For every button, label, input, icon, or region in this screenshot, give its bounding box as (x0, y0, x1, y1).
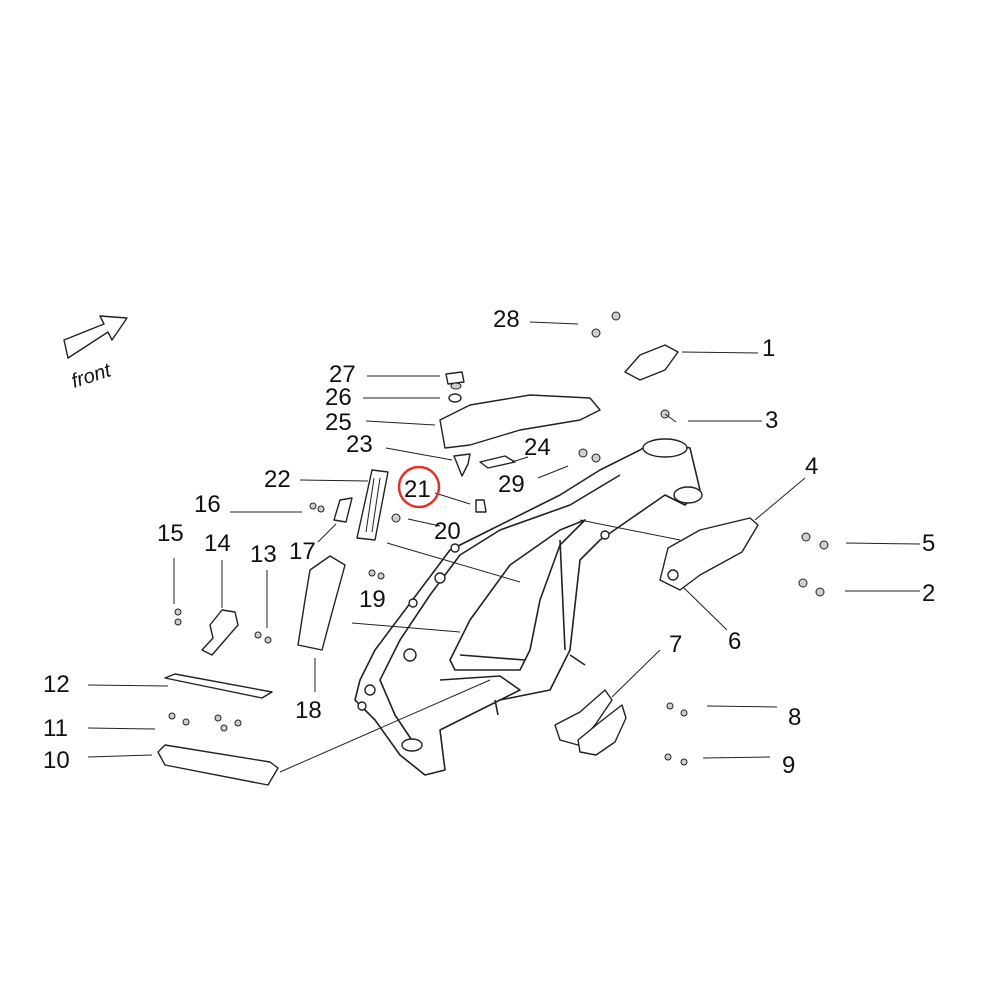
part-16-screws (309, 502, 325, 513)
label-29[interactable]: 29 (498, 471, 525, 498)
label-6[interactable]: 6 (728, 628, 741, 655)
part-8-nuts (666, 702, 688, 717)
label-2[interactable]: 2 (922, 580, 935, 607)
part-7-guards (554, 689, 627, 756)
front-direction-label: front (69, 359, 115, 393)
label-25[interactable]: 25 (325, 409, 352, 436)
label-26[interactable]: 26 (325, 384, 352, 411)
label-11[interactable]: 11 (43, 715, 68, 742)
part-10-skid-plate (157, 744, 279, 786)
part-15-screws (174, 608, 182, 626)
part-13-screws (254, 631, 272, 644)
label-3[interactable]: 3 (765, 407, 778, 434)
label-13[interactable]: 13 (250, 541, 277, 568)
part-23-clip (453, 453, 471, 477)
label-1[interactable]: 1 (762, 335, 775, 362)
label-22[interactable]: 22 (264, 466, 291, 493)
part-20-21-fasteners (391, 499, 487, 523)
part-17-clip (333, 497, 353, 523)
label-18[interactable]: 18 (295, 697, 322, 724)
label-14[interactable]: 14 (204, 530, 231, 557)
label-15[interactable]: 15 (157, 520, 184, 547)
label-28[interactable]: 28 (493, 306, 520, 333)
label-9[interactable]: 9 (782, 752, 795, 779)
leader-lines (87, 321, 921, 773)
label-16[interactable]: 16 (194, 491, 221, 518)
label-10[interactable]: 10 (43, 747, 70, 774)
label-24[interactable]: 24 (524, 434, 551, 461)
part-27-26-washers (445, 371, 465, 403)
label-5[interactable]: 5 (922, 530, 935, 557)
part-9-screws (664, 753, 688, 766)
label-19[interactable]: 19 (359, 586, 386, 613)
part-4-6-bracket (659, 517, 759, 591)
part-14-bracket (201, 609, 239, 656)
highlight-circle-part-21 (397, 465, 441, 509)
label-4[interactable]: 4 (805, 453, 818, 480)
part-3-screw (660, 409, 677, 423)
part-1-bracket (624, 344, 679, 381)
label-7[interactable]: 7 (669, 631, 682, 658)
label-20[interactable]: 20 (434, 518, 461, 545)
label-12[interactable]: 12 (43, 671, 70, 698)
part-28-nuts (591, 311, 621, 338)
label-8[interactable]: 8 (788, 704, 801, 731)
front-arrow-icon (63, 315, 128, 359)
part-12-strip (164, 673, 273, 699)
label-21[interactable]: 21 (404, 476, 431, 503)
part-5-2-nuts (798, 532, 829, 597)
label-27[interactable]: 27 (329, 361, 356, 388)
part-19-screws (368, 569, 385, 580)
part-24-pad (479, 455, 516, 469)
part-11-bolts (168, 712, 242, 732)
part-25-cover (439, 394, 601, 449)
label-17[interactable]: 17 (289, 538, 316, 565)
label-23[interactable]: 23 (346, 431, 373, 458)
part-18-guard (297, 555, 346, 651)
part-22-panel (356, 469, 389, 541)
part-number-labels: 28 1 27 26 25 3 23 24 29 4 22 21 16 20 5… (43, 306, 935, 779)
main-frame (354, 438, 703, 776)
part-29-nuts (578, 448, 601, 463)
